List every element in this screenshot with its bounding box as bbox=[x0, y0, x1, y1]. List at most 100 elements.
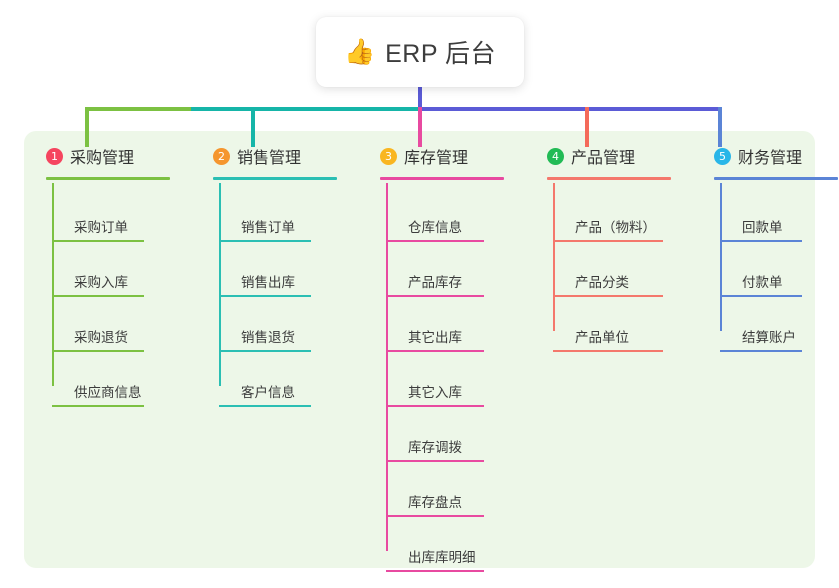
list-item[interactable]: 其它入库 bbox=[386, 367, 525, 422]
column-item-list: 仓库信息产品库存其它出库其它入库库存调拨库存盘点出库库明细 bbox=[358, 202, 525, 587]
column-item-list: 回款单付款单结算账户 bbox=[692, 202, 812, 367]
column-header-rule bbox=[46, 177, 170, 180]
connector-bus-segment-2 bbox=[191, 107, 419, 111]
list-item-label: 回款单 bbox=[742, 220, 783, 235]
list-item[interactable]: 采购入库 bbox=[52, 257, 191, 312]
list-item[interactable]: 库存盘点 bbox=[386, 477, 525, 532]
list-item[interactable]: 产品库存 bbox=[386, 257, 525, 312]
module-column-5: 5 财务管理回款单付款单结算账户 bbox=[692, 131, 838, 568]
list-item-label: 供应商信息 bbox=[74, 385, 142, 400]
list-item-rule bbox=[386, 515, 484, 517]
list-item[interactable]: 销售退货 bbox=[219, 312, 358, 367]
list-item[interactable]: 出库库明细 bbox=[386, 532, 525, 587]
list-item[interactable]: 其它出库 bbox=[386, 312, 525, 367]
list-item[interactable]: 供应商信息 bbox=[52, 367, 191, 422]
list-item[interactable]: 销售出库 bbox=[219, 257, 358, 312]
list-item-label: 产品（物料） bbox=[575, 220, 656, 235]
module-column-1: 1 采购管理采购订单采购入库采购退货供应商信息 bbox=[24, 131, 191, 568]
thumbs-up-icon: 👍 bbox=[343, 37, 376, 66]
column-title: 销售管理 bbox=[237, 150, 302, 167]
list-item-label: 客户信息 bbox=[241, 385, 295, 400]
module-column-2: 2 销售管理销售订单销售出库销售退货客户信息 bbox=[191, 131, 358, 568]
column-item-list: 采购订单采购入库采购退货供应商信息 bbox=[24, 202, 191, 422]
list-item-label: 其它出库 bbox=[408, 330, 462, 345]
list-item-rule bbox=[720, 295, 802, 297]
connector-root-stem bbox=[418, 87, 422, 109]
list-item-label: 出库库明细 bbox=[408, 550, 476, 565]
list-item-label: 采购退货 bbox=[74, 330, 128, 345]
column-trunk-line bbox=[52, 183, 54, 386]
diagram-panel bbox=[24, 131, 815, 568]
list-item-label: 付款单 bbox=[742, 275, 783, 290]
root-node-title: ERP 后台 bbox=[385, 40, 497, 68]
column-title: 库存管理 bbox=[404, 150, 469, 167]
list-item-label: 销售订单 bbox=[241, 220, 295, 235]
connector-drop-column-4 bbox=[585, 107, 589, 147]
list-item-rule bbox=[386, 405, 484, 407]
column-header-1[interactable]: 1 采购管理 bbox=[24, 143, 191, 169]
list-item-rule bbox=[52, 240, 144, 242]
connector-drop-column-3 bbox=[418, 107, 422, 147]
list-item[interactable]: 产品分类 bbox=[553, 257, 692, 312]
list-item-rule bbox=[720, 240, 802, 242]
column-title: 采购管理 bbox=[70, 150, 135, 167]
list-item-label: 产品库存 bbox=[408, 275, 462, 290]
connector-bus-segment-1 bbox=[85, 107, 193, 111]
column-badge-icon: 1 bbox=[46, 147, 63, 165]
list-item[interactable]: 付款单 bbox=[720, 257, 812, 312]
column-trunk-line bbox=[720, 183, 722, 331]
list-item[interactable]: 仓库信息 bbox=[386, 202, 525, 257]
column-header-4[interactable]: 4 产品管理 bbox=[525, 143, 692, 169]
list-item[interactable]: 结算账户 bbox=[720, 312, 812, 367]
list-item[interactable]: 客户信息 bbox=[219, 367, 358, 422]
list-item-rule bbox=[386, 350, 484, 352]
connector-drop-column-2 bbox=[251, 107, 255, 147]
list-item-rule bbox=[386, 295, 484, 297]
list-item-label: 仓库信息 bbox=[408, 220, 462, 235]
module-column-3: 3 库存管理仓库信息产品库存其它出库其它入库库存调拨库存盘点出库库明细 bbox=[358, 131, 525, 572]
column-badge-icon: 3 bbox=[380, 147, 397, 165]
list-item-rule bbox=[386, 240, 484, 242]
list-item-rule bbox=[219, 240, 311, 242]
list-item[interactable]: 采购订单 bbox=[52, 202, 191, 257]
list-item[interactable]: 产品单位 bbox=[553, 312, 692, 367]
list-item-label: 销售出库 bbox=[241, 275, 295, 290]
column-title: 产品管理 bbox=[571, 150, 636, 167]
list-item[interactable]: 回款单 bbox=[720, 202, 812, 257]
column-title: 财务管理 bbox=[738, 150, 803, 167]
list-item[interactable]: 库存调拨 bbox=[386, 422, 525, 477]
module-column-4: 4 产品管理产品（物料） 产品分类产品单位 bbox=[525, 131, 692, 568]
list-item-label: 产品分类 bbox=[575, 275, 629, 290]
list-item-rule bbox=[720, 350, 802, 352]
connector-drop-column-5 bbox=[718, 107, 722, 147]
column-badge-icon: 5 bbox=[714, 147, 731, 165]
list-item-label: 库存盘点 bbox=[408, 495, 462, 510]
list-item-rule bbox=[52, 405, 144, 407]
root-node-card[interactable]: 👍 ERP 后台 bbox=[316, 17, 524, 87]
list-item-label: 其它入库 bbox=[408, 385, 462, 400]
list-item-rule bbox=[52, 350, 144, 352]
list-item-rule bbox=[219, 295, 311, 297]
connector-bus-segment-3 bbox=[418, 107, 720, 111]
column-header-5[interactable]: 5 财务管理 bbox=[692, 143, 812, 169]
column-item-list: 销售订单销售出库销售退货客户信息 bbox=[191, 202, 358, 422]
column-header-rule bbox=[380, 177, 504, 180]
column-header-3[interactable]: 3 库存管理 bbox=[358, 143, 525, 169]
list-item-rule bbox=[219, 350, 311, 352]
connector-drop-column-1 bbox=[85, 107, 89, 147]
list-item-label: 结算账户 bbox=[742, 330, 796, 345]
list-item-label: 库存调拨 bbox=[408, 440, 462, 455]
list-item-rule bbox=[386, 570, 484, 572]
list-item-label: 产品单位 bbox=[575, 330, 629, 345]
column-header-rule bbox=[547, 177, 671, 180]
column-trunk-line bbox=[219, 183, 221, 386]
list-item-label: 销售退货 bbox=[241, 330, 295, 345]
column-header-2[interactable]: 2 销售管理 bbox=[191, 143, 358, 169]
column-badge-icon: 2 bbox=[213, 147, 230, 165]
list-item-rule bbox=[52, 295, 144, 297]
list-item-rule bbox=[553, 350, 663, 352]
list-item[interactable]: 采购退货 bbox=[52, 312, 191, 367]
list-item[interactable]: 销售订单 bbox=[219, 202, 358, 257]
list-item[interactable]: 产品（物料） bbox=[553, 202, 692, 257]
column-badge-icon: 4 bbox=[547, 147, 564, 165]
